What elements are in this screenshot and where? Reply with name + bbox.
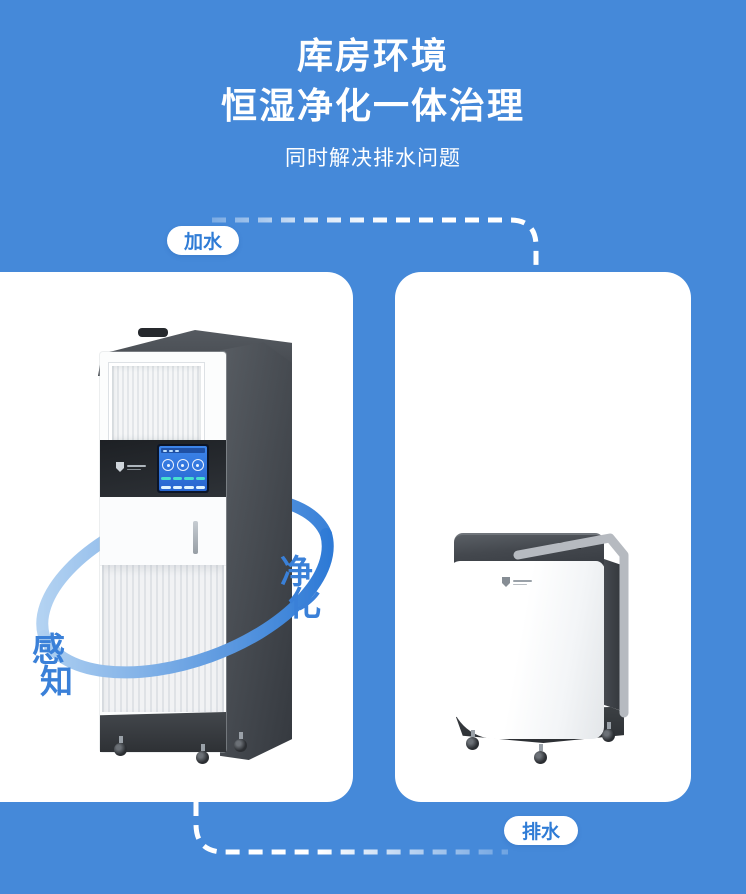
purifier-top-handle: [138, 328, 168, 337]
drain-badge: 排水: [504, 816, 578, 845]
brand-logo-text: [513, 579, 532, 585]
push-handle: [513, 533, 629, 718]
caster-wheel: [466, 730, 480, 750]
caster-wheel: [196, 744, 210, 764]
purifier-intake-grille: [108, 362, 205, 444]
caster-wheel: [602, 722, 616, 742]
door-handle: [193, 521, 198, 554]
page-subtitle: 同时解决排水问题: [285, 147, 461, 170]
page-title-line1: 库房环境: [296, 35, 449, 76]
purify-label: 净化: [280, 553, 321, 622]
purifier-outlet-grille: [102, 565, 224, 712]
gauge-icon: [176, 459, 189, 471]
dehumidifier-rear-frame: [604, 559, 622, 711]
caster-wheel: [534, 744, 548, 764]
control-touchscreen: [157, 444, 209, 493]
purifier-front-panel: [100, 352, 226, 752]
gauge-icon: [162, 459, 175, 471]
brand-logo: [502, 577, 532, 587]
screen-status-bar: [161, 448, 205, 453]
mobile-dehumidifier-image: [440, 515, 664, 783]
caster-wheel: [114, 736, 128, 756]
brand-logo: [116, 462, 146, 472]
touchscreen-display: [159, 446, 207, 491]
screen-gauges: [161, 459, 205, 471]
sense-label: 感知: [32, 631, 73, 700]
caster-wheel: [234, 732, 248, 752]
purifier-side-panel: [220, 342, 292, 760]
add-water-badge: 加水: [167, 226, 239, 255]
shield-icon: [502, 577, 510, 587]
screen-buttons-row: [161, 486, 205, 489]
purifier-service-door: [100, 497, 226, 566]
page-title-line2: 恒湿净化一体治理: [220, 85, 525, 126]
purifier-control-band: [100, 440, 226, 497]
shield-icon: [116, 462, 124, 472]
tower-purifier-image: [96, 328, 294, 764]
brand-logo-text: [127, 464, 146, 470]
dehumidifier-body: [450, 561, 604, 739]
screen-buttons-row: [161, 477, 205, 480]
gauge-icon: [191, 459, 204, 471]
